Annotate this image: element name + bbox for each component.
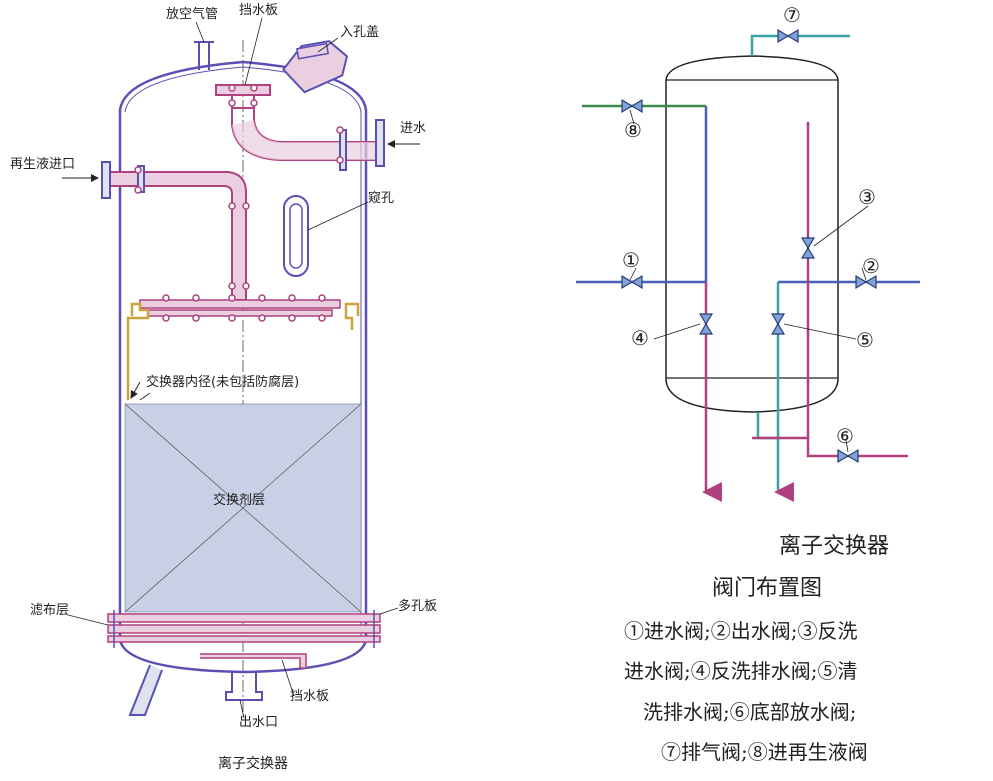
valve-2 — [855, 274, 877, 290]
bottom-baffle — [200, 653, 307, 669]
sight-hole — [283, 195, 309, 277]
vessel-shell — [118, 60, 368, 674]
left-caption: 离子交换器 — [218, 756, 288, 772]
valve-number-4: ④ — [631, 326, 649, 350]
valve-4 — [698, 313, 714, 335]
legend-line-4: ⑦排气阀;⑧进再生液阀 — [661, 740, 868, 764]
valve-number-1: ① — [622, 248, 640, 272]
valve-8 — [621, 98, 643, 114]
valve-number-3: ③ — [858, 185, 876, 209]
valve-6 — [837, 448, 859, 464]
valve-number-6: ⑥ — [836, 424, 854, 448]
regen-inlet-pipe — [101, 171, 247, 301]
valves — [621, 28, 877, 464]
perforated-plate — [107, 613, 381, 643]
valve-1 — [621, 274, 643, 290]
valve-number-8: ⑧ — [624, 118, 642, 142]
vent-line — [750, 34, 850, 56]
label-filter-cloth: 滤布层 — [30, 603, 70, 618]
valve-layout-drawing — [576, 28, 920, 502]
valve-3 — [800, 237, 816, 259]
legend-line-3: 洗排水阀;⑥底部放水阀; — [643, 700, 857, 724]
right-title-line2: 阀门布置图 — [712, 576, 823, 601]
drain-line — [806, 438, 908, 458]
valve-number-7: ⑦ — [783, 3, 801, 27]
label-inner-diameter: 交换器内径(未包括防腐层) — [146, 375, 300, 390]
label-water-inlet: 进水 — [400, 121, 427, 136]
right-title-line1: 离子交换器 — [779, 534, 890, 559]
label-baffle-top: 挡水板 — [239, 3, 279, 18]
ion-exchanger-drawing — [62, 17, 420, 720]
backwash-line — [752, 122, 810, 440]
valve-5 — [770, 313, 786, 335]
legend-line-1: ①进水阀;②出水阀;③反洗 — [624, 619, 858, 643]
outlet-pipe — [225, 672, 263, 701]
vessel-outline — [665, 55, 839, 413]
label-manhole-cover: 入孔盖 — [340, 25, 380, 40]
label-water-outlet: 出水口 — [239, 715, 279, 730]
label-vent-pipe: 放空气管 — [166, 7, 219, 22]
distributor — [139, 299, 341, 317]
label-baffle-bottom: 挡水板 — [290, 689, 330, 704]
valve-number-5: ⑤ — [856, 328, 874, 352]
label-resin-layer: 交换剂层 — [213, 493, 266, 508]
label-sight-hole: 窥孔 — [368, 191, 395, 206]
valve-7 — [777, 28, 799, 44]
legend-line-2: 进水阀;④反洗排水阀;⑤清 — [624, 659, 858, 683]
label-regen-inlet: 再生液进口 — [10, 157, 76, 172]
valve-number-2: ② — [862, 254, 880, 278]
label-perforated-plate: 多孔板 — [398, 599, 438, 614]
distributor-bracket — [126, 302, 360, 400]
support-leg — [128, 664, 163, 716]
